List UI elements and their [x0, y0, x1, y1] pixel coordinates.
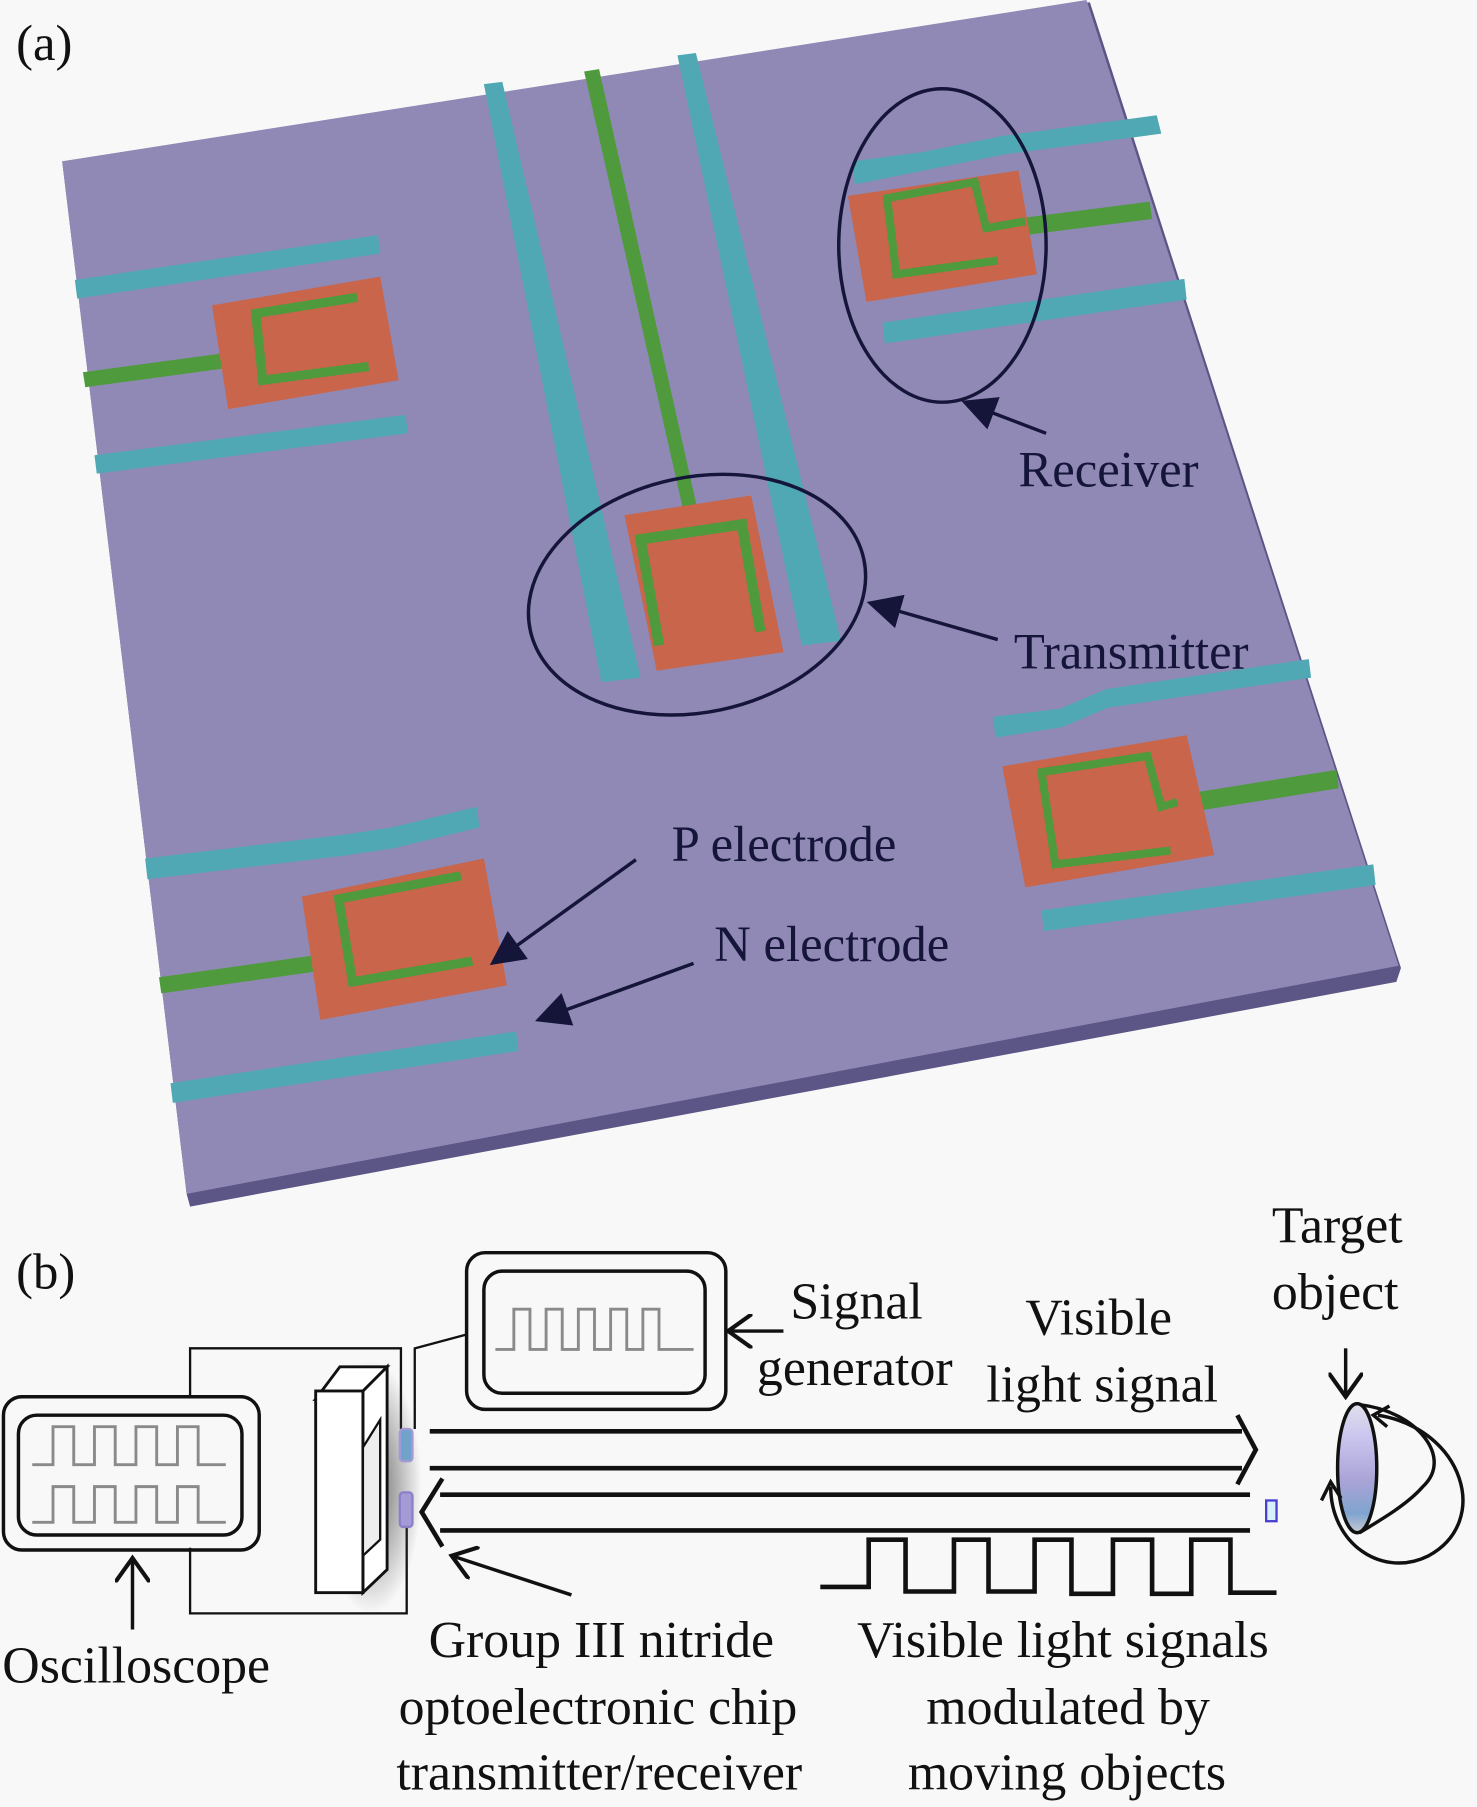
n-electrode-bottom — [170, 1031, 519, 1103]
beam-out-head — [1235, 1414, 1259, 1486]
n-electrode-bottom — [94, 414, 408, 474]
n-electrode-top — [74, 235, 381, 299]
p-electrode-label: P electrode — [672, 816, 897, 872]
p-electrode-frame — [250, 292, 370, 386]
n-electrode-bottom — [1041, 864, 1376, 932]
wire-signal-generator — [413, 1333, 467, 1430]
target-label-line1: Target — [1272, 1197, 1403, 1254]
signal-generator-label-line1: Signal — [790, 1273, 922, 1330]
panel-a-tag: (a) — [16, 15, 72, 71]
receiver-device-bottom-left — [145, 806, 519, 1103]
transmitter-highlight-ellipse — [526, 472, 868, 717]
photodiode-receiver — [398, 1491, 414, 1529]
oscilloscope-screen — [16, 1413, 244, 1537]
chip-label-line1: Group III nitride — [429, 1612, 774, 1669]
modulated-label-line3: moving objects — [908, 1745, 1226, 1802]
p-electrode-frame — [882, 177, 1027, 279]
modulated-label-line2: modulated by — [926, 1679, 1210, 1736]
visible-light-label-line2: light signal — [986, 1356, 1218, 1413]
n-electrode-bottom — [882, 278, 1187, 344]
rotation-arrow-icon — [1328, 1413, 1465, 1565]
signal-generator-trace — [495, 1307, 694, 1351]
receiver-label: Receiver — [1018, 441, 1198, 497]
receiver-device-top-left — [74, 235, 408, 474]
p-trace — [1013, 201, 1153, 237]
oscilloscope — [1, 1395, 261, 1630]
n-electrode-arrow — [534, 961, 695, 1026]
chip-pointer-arrow — [452, 1556, 572, 1597]
rotation-arrowhead-top — [1370, 1404, 1391, 1429]
modulated-label-line1: Visible light signals — [857, 1612, 1269, 1669]
receiver-device-top-right — [847, 115, 1187, 344]
n-electrode-label: N electrode — [714, 916, 949, 972]
chip-slot — [361, 1415, 382, 1559]
signal-generator-label-line2: generator — [757, 1340, 953, 1397]
p-trace — [82, 351, 239, 388]
oscilloscope-trace-top — [32, 1425, 226, 1467]
chip-label-line2: optoelectronic chip — [399, 1679, 798, 1736]
target-label-line2: object — [1272, 1264, 1399, 1321]
chip-front — [314, 1389, 365, 1595]
visible-light-label-line1: Visible — [1025, 1290, 1172, 1347]
panel-b: (b) — [1, 1197, 1465, 1802]
signal-generator-body — [464, 1250, 728, 1412]
oscilloscope-trace-bottom — [32, 1485, 226, 1524]
transmitter-arrow — [866, 594, 999, 642]
p-electrode-frame — [634, 518, 766, 647]
target-body — [1358, 1403, 1436, 1535]
p-trace — [1163, 769, 1339, 816]
oscilloscope-label: Oscilloscope — [2, 1638, 270, 1695]
chip-module — [312, 1359, 572, 1614]
led-transmitter — [398, 1427, 414, 1463]
transmitter-label: Transmitter — [1014, 623, 1249, 679]
beam-in-head — [418, 1477, 445, 1548]
n-electrode-top — [852, 115, 1162, 185]
n-electrode-left — [483, 81, 641, 683]
target-face — [1335, 1401, 1379, 1535]
panel-a: (a) — [16, 0, 1401, 1207]
transmitter-device — [483, 53, 842, 683]
reflection-marker — [1265, 1499, 1278, 1523]
outgoing-light-beam — [429, 1414, 1259, 1486]
p-trace — [584, 69, 699, 516]
n-electrode-top — [145, 806, 480, 880]
p-trace — [158, 951, 342, 994]
n-electrode-right — [677, 53, 842, 646]
receiver-device-bottom-right — [993, 659, 1376, 932]
returning-light-beam — [418, 1477, 1251, 1548]
chip-label-line3: transmitter/receiver — [396, 1745, 802, 1802]
oscilloscope-body — [1, 1395, 261, 1552]
receiver-highlight-ellipse — [837, 87, 1048, 404]
signal-generator — [464, 1250, 784, 1412]
n-electrode-top — [993, 659, 1312, 738]
p-electrode-frame — [333, 871, 474, 988]
signal-generator-screen — [482, 1269, 707, 1396]
p-electrode-arrow — [489, 858, 637, 966]
p-electrode-frame — [1036, 751, 1179, 869]
target-object — [1319, 1348, 1465, 1565]
rotation-arrowhead-bottom — [1319, 1478, 1343, 1502]
modulated-waveform — [820, 1537, 1277, 1597]
receiver-arrow — [961, 397, 1047, 435]
panel-b-tag: (b) — [16, 1243, 75, 1299]
